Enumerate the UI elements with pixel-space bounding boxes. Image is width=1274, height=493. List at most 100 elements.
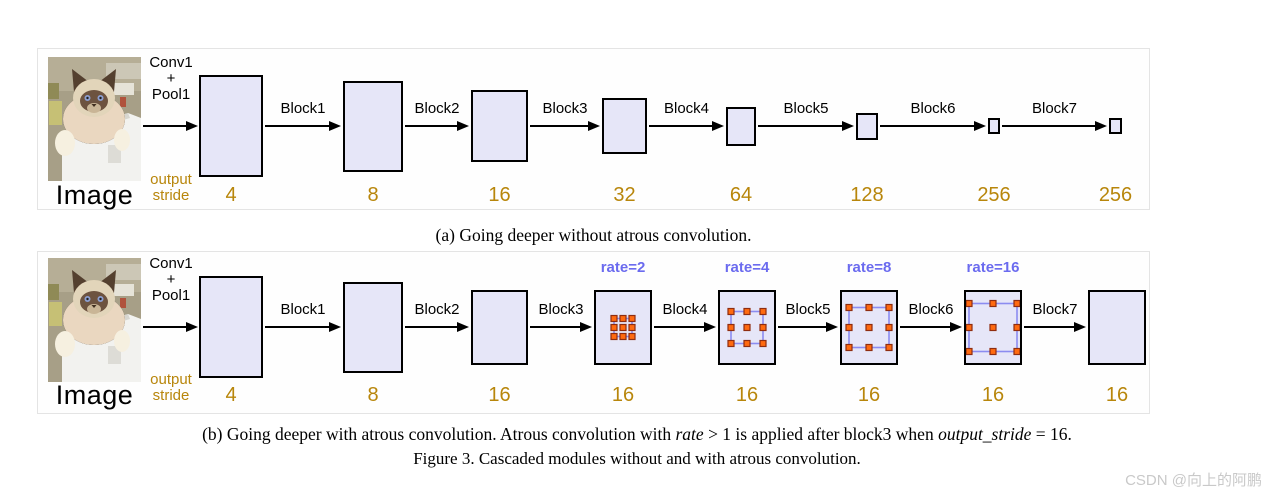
rate-label: rate=4 xyxy=(724,259,770,276)
atrous-dot xyxy=(845,303,853,311)
feature-map-block xyxy=(988,118,1000,134)
rate-label: rate=2 xyxy=(600,259,646,276)
cat-photo xyxy=(48,57,141,181)
cat-photo xyxy=(48,258,141,382)
flow-arrow xyxy=(530,120,600,132)
arrowhead-icon xyxy=(186,120,198,131)
atrous-sampling-grid xyxy=(610,314,636,340)
atrous-sampling-grid xyxy=(727,307,767,347)
atrous-dot xyxy=(759,307,767,315)
arrowhead-icon xyxy=(457,321,469,332)
conv-pool-label: Conv1+Pool1 xyxy=(135,256,207,304)
block-arrow-label: Block4 xyxy=(663,100,710,117)
rate-label: rate=16 xyxy=(966,259,1020,276)
watermark: CSDN @向上的阿鹏 xyxy=(1125,472,1262,489)
image-label: Image xyxy=(55,380,134,410)
feature-map-block xyxy=(726,106,756,146)
output-stride-value: 16 xyxy=(611,384,635,406)
output-stride-value: 16 xyxy=(488,384,511,406)
caption-b: (b) Going deeper with atrous convolution… xyxy=(0,423,1274,446)
flow-arrow xyxy=(143,120,198,132)
atrous-dot xyxy=(966,299,973,307)
feature-map-block xyxy=(199,276,263,378)
feature-map-block xyxy=(1088,289,1146,365)
flow-arrow xyxy=(1002,120,1107,132)
output-stride-value: 256 xyxy=(1098,184,1133,206)
atrous-dot xyxy=(865,303,873,311)
atrous-dot xyxy=(966,347,973,355)
output-stride-label-line: output xyxy=(150,371,192,388)
caption-math-term: rate xyxy=(675,424,704,444)
atrous-dot xyxy=(743,307,751,315)
feature-map-block xyxy=(343,281,403,373)
arrowhead-icon xyxy=(826,321,838,332)
output-stride-value: 8 xyxy=(367,384,379,406)
arrowhead-icon xyxy=(580,321,592,332)
flow-arrow xyxy=(654,321,716,333)
conv-pool-label-line: Pool1 xyxy=(151,86,191,103)
atrous-dot xyxy=(1013,323,1020,331)
block-arrow-label: Block7 xyxy=(1032,301,1078,318)
output-stride-label-line: output xyxy=(150,171,192,188)
flow-arrow xyxy=(649,120,724,132)
atrous-dot xyxy=(1013,299,1020,307)
arrow-shaft xyxy=(265,124,331,128)
arrowhead-icon xyxy=(712,120,724,131)
feature-map-block xyxy=(471,90,528,162)
atrous-dot xyxy=(743,323,751,331)
atrous-dot xyxy=(727,307,735,315)
block-arrow-label: Block1 xyxy=(280,301,326,318)
arrowhead-icon xyxy=(1074,321,1086,332)
conv-pool-label-line: + xyxy=(166,271,176,288)
arrow-shaft xyxy=(778,325,828,329)
flow-arrow xyxy=(265,321,341,333)
arrow-shaft xyxy=(1024,325,1076,329)
atrous-dot xyxy=(619,332,627,340)
atrous-dot xyxy=(885,323,893,331)
output-stride-value: 32 xyxy=(613,184,636,206)
arrow-shaft xyxy=(530,325,582,329)
atrous-dot xyxy=(865,343,873,351)
atrous-dot xyxy=(865,323,873,331)
arrow-shaft xyxy=(649,124,714,128)
output-stride-value: 4 xyxy=(225,384,237,406)
block-arrow-label: Block2 xyxy=(414,100,460,117)
caption-text: (a) Going deeper without atrous convolut… xyxy=(435,225,752,245)
caption-text: = 16. xyxy=(1031,424,1072,444)
feature-map-block xyxy=(471,289,528,365)
atrous-dot xyxy=(966,323,973,331)
atrous-dot xyxy=(619,314,627,322)
arrow-shaft xyxy=(143,325,188,329)
atrous-dot xyxy=(1013,347,1020,355)
feature-map-block xyxy=(856,112,878,140)
caption-a: (a) Going deeper without atrous convolut… xyxy=(37,224,1150,247)
feature-map-block xyxy=(1109,118,1122,134)
block-arrow-label: Block7 xyxy=(1031,100,1078,117)
atrous-dot xyxy=(989,347,997,355)
conv-pool-label: Conv1+Pool1 xyxy=(135,55,207,103)
figure-caption: Figure 3. Cascaded modules without and w… xyxy=(413,449,861,468)
atrous-dot xyxy=(845,343,853,351)
arrow-shaft xyxy=(530,124,590,128)
block-arrow-label: Block2 xyxy=(414,301,460,318)
flow-arrow xyxy=(880,120,986,132)
output-stride-value: 8 xyxy=(367,184,379,206)
output-stride-value: 256 xyxy=(977,184,1011,206)
flow-arrow xyxy=(1024,321,1086,333)
atrous-dot xyxy=(989,299,997,307)
arrow-shaft xyxy=(900,325,952,329)
flow-arrow xyxy=(265,120,341,132)
atrous-dot xyxy=(743,339,751,347)
arrow-shaft xyxy=(143,124,188,128)
atrous-sampling-grid xyxy=(845,303,893,351)
flow-arrow xyxy=(405,120,469,132)
conv-pool-label-line: Conv1 xyxy=(149,54,193,71)
block-arrow-label: Block5 xyxy=(785,301,831,318)
flow-arrow xyxy=(405,321,469,333)
conv-pool-label-line: Pool1 xyxy=(151,287,191,304)
arrowhead-icon xyxy=(329,120,341,131)
image-label: Image xyxy=(55,180,134,210)
feature-map-block xyxy=(602,98,647,154)
